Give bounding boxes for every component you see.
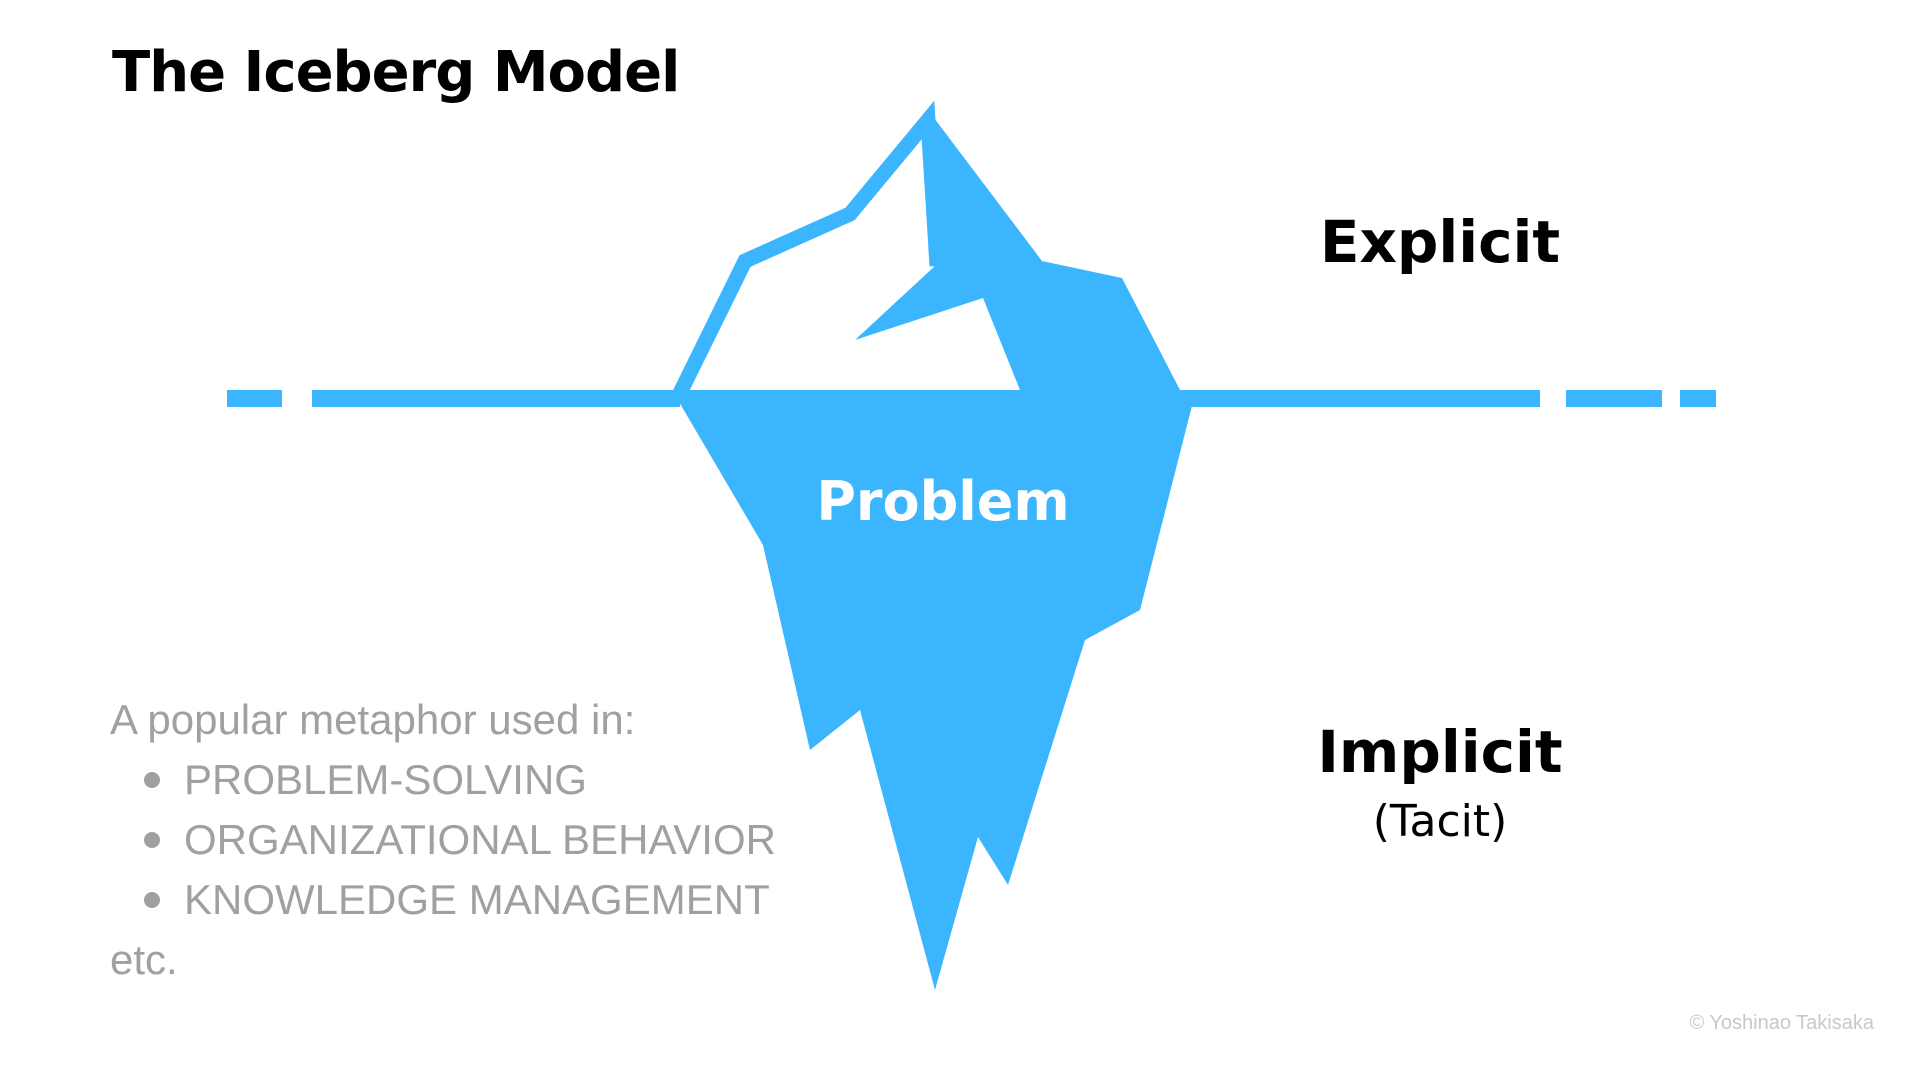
description: A popular metaphor used in: PROBLEM-SOLV… [110, 690, 776, 990]
implicit-label: Implicit [1317, 718, 1563, 786]
description-intro: A popular metaphor used in: [110, 696, 636, 743]
page-title: The Iceberg Model [112, 40, 680, 105]
waterline [227, 390, 1716, 407]
list-item: KNOWLEDGE MANAGEMENT [144, 870, 776, 930]
copyright-text: © Yoshinao Takisaka [1689, 1012, 1874, 1034]
waterline-segment [1170, 390, 1540, 407]
tacit-label: (Tacit) [1372, 796, 1508, 847]
list-item-label: ORGANIZATIONAL BEHAVIOR [184, 816, 776, 863]
list-item: PROBLEM-SOLVING [144, 750, 776, 810]
waterline-segment [1680, 390, 1716, 407]
explicit-label: Explicit [1319, 208, 1561, 276]
description-outro: etc. [110, 936, 178, 983]
waterline-segment [1566, 390, 1662, 407]
problem-label: Problem [816, 470, 1069, 533]
iceberg-tip-outline [673, 100, 945, 397]
list-item: ORGANIZATIONAL BEHAVIOR [144, 810, 776, 870]
bullet-icon [144, 892, 160, 908]
list-item-label: PROBLEM-SOLVING [184, 756, 587, 803]
bullet-icon [144, 772, 160, 788]
list-item-label: KNOWLEDGE MANAGEMENT [184, 876, 770, 923]
bullet-icon [144, 832, 160, 848]
waterline-segment [227, 390, 282, 407]
iceberg-submerged [672, 390, 1196, 990]
waterline-segment [312, 390, 680, 407]
iceberg-icon [672, 100, 1196, 990]
description-list: PROBLEM-SOLVING ORGANIZATIONAL BEHAVIOR … [110, 750, 776, 930]
